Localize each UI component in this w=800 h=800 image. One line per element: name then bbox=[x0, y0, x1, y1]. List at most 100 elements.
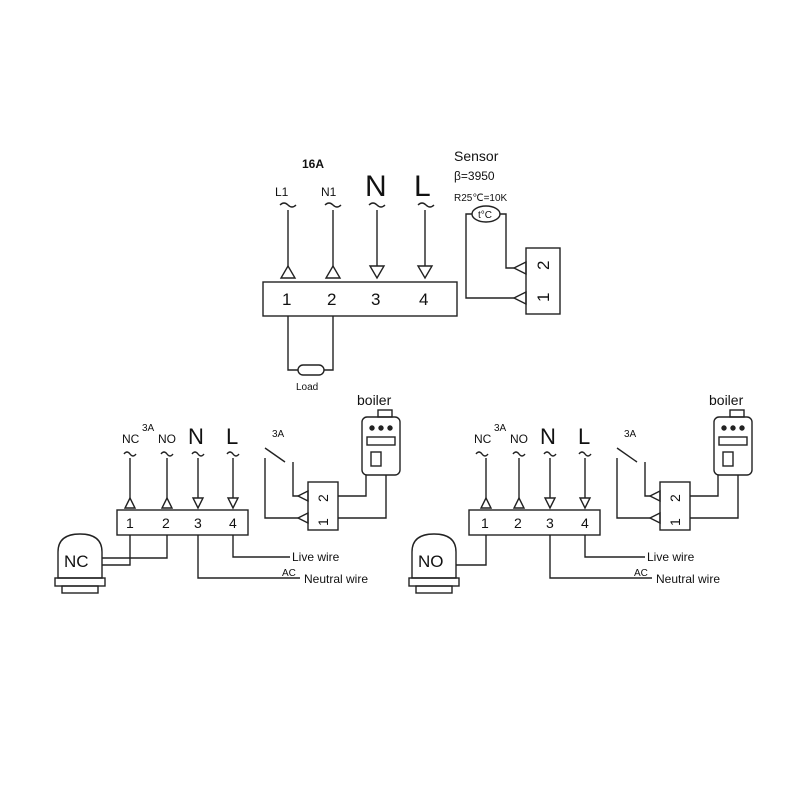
right-terminal-number-1: 1 bbox=[481, 515, 489, 531]
output-arrow-icon bbox=[160, 496, 174, 509]
boiler-indicator-icon bbox=[730, 425, 736, 431]
right-ac-label: AC bbox=[634, 568, 648, 579]
output-arrow-icon bbox=[279, 264, 297, 279]
terminal-label-l1: L1 bbox=[275, 185, 289, 199]
left-terminal-number-2: 2 bbox=[162, 515, 170, 531]
actuator-body-icon bbox=[57, 533, 103, 579]
left-neutral-wire-label: Neutral wire bbox=[304, 572, 368, 586]
terminal-label-n1: N1 bbox=[321, 185, 337, 199]
right-wiring-diagram: 3A NC NO N L 1 2 3 4 NO Live wire AC Neu… bbox=[408, 392, 753, 594]
right-terminal-label-no: NO bbox=[510, 432, 528, 446]
right-terminal-label-nc: NC bbox=[474, 432, 492, 446]
sensor-beta: β=3950 bbox=[454, 169, 495, 183]
boiler-icon bbox=[361, 416, 401, 476]
load-label: Load bbox=[296, 382, 318, 393]
ac-tilde-icon bbox=[123, 451, 137, 457]
left-boiler-terminal-block bbox=[307, 481, 339, 531]
left-terminal-number-3: 3 bbox=[194, 515, 202, 531]
boiler-indicator-icon bbox=[369, 425, 375, 431]
sensor-arrow-icon bbox=[512, 290, 527, 306]
right-terminal-number-4: 4 bbox=[581, 515, 589, 531]
terminal-label-n: N bbox=[365, 170, 387, 203]
right-terminal-label-l: L bbox=[578, 424, 590, 449]
right-terminal-block bbox=[468, 509, 601, 536]
ac-tilde-icon bbox=[279, 202, 297, 208]
right-boiler-label: boiler bbox=[709, 392, 744, 408]
left-boiler-terminal-2: 2 bbox=[315, 494, 331, 502]
boiler-indicator-icon bbox=[378, 425, 384, 431]
right-relay-rating: 3A bbox=[624, 429, 637, 440]
right-live-wire-label: Live wire bbox=[647, 550, 695, 564]
right-actuator-label: NO bbox=[418, 552, 444, 571]
boiler-icon bbox=[713, 416, 753, 476]
boiler-indicator-icon bbox=[739, 425, 745, 431]
right-terminal-label-n: N bbox=[540, 424, 556, 449]
left-terminal-label-l: L bbox=[226, 424, 238, 449]
sensor-r25: R25℃=10K bbox=[454, 193, 508, 204]
ac-tilde-icon bbox=[475, 451, 489, 457]
input-arrow-icon bbox=[226, 497, 240, 510]
actuator-body-icon bbox=[411, 533, 457, 579]
main-terminal-diagram: 16A L1 N1 N L 1 2 3 4 Load bbox=[262, 157, 458, 393]
ac-tilde-icon bbox=[191, 451, 205, 457]
boiler-flue-icon bbox=[377, 409, 393, 418]
sensor-terminal-number-2: 2 bbox=[534, 261, 553, 270]
left-ac-label: AC bbox=[282, 568, 296, 579]
right-neutral-wire-label: Neutral wire bbox=[656, 572, 720, 586]
main-rating-label: 16A bbox=[302, 157, 324, 171]
left-actuator-label: NC bbox=[64, 552, 89, 571]
input-arrow-icon bbox=[578, 497, 592, 510]
left-terminal-label-n: N bbox=[188, 424, 204, 449]
actuator-base-icon bbox=[61, 585, 99, 594]
boiler-arrow-icon bbox=[296, 511, 309, 525]
terminal-label-l: L bbox=[414, 170, 431, 203]
output-arrow-icon bbox=[479, 496, 493, 509]
left-terminal-label-no: NO bbox=[158, 432, 176, 446]
boiler-arrow-icon bbox=[296, 489, 309, 503]
right-boiler-terminal-2: 2 bbox=[667, 494, 683, 502]
ac-tilde-icon bbox=[368, 202, 386, 208]
left-live-wire-label: Live wire bbox=[292, 550, 340, 564]
boiler-display-icon bbox=[370, 451, 382, 467]
actuator-base-icon bbox=[54, 577, 106, 587]
sensor-title: Sensor bbox=[454, 148, 499, 164]
boiler-arrow-icon bbox=[648, 489, 661, 503]
load-resistor-icon bbox=[297, 364, 325, 376]
ac-tilde-icon bbox=[578, 451, 592, 457]
left-terminal-number-4: 4 bbox=[229, 515, 237, 531]
boiler-panel-icon bbox=[718, 436, 748, 446]
left-rating-label: 3A bbox=[142, 423, 155, 434]
input-arrow-icon bbox=[191, 497, 205, 510]
boiler-panel-icon bbox=[366, 436, 396, 446]
terminal-number-2: 2 bbox=[327, 290, 336, 309]
left-terminal-label-nc: NC bbox=[122, 432, 140, 446]
right-terminal-number-2: 2 bbox=[514, 515, 522, 531]
ac-tilde-icon bbox=[160, 451, 174, 457]
ac-tilde-icon bbox=[543, 451, 557, 457]
sensor-terminal-number-1: 1 bbox=[534, 293, 553, 302]
ac-tilde-icon bbox=[324, 202, 342, 208]
sensor-terminal-block bbox=[525, 247, 561, 315]
boiler-indicator-icon bbox=[387, 425, 393, 431]
left-boiler-label: boiler bbox=[357, 392, 392, 408]
left-boiler-terminal-1: 1 bbox=[315, 518, 331, 526]
output-arrow-icon bbox=[512, 496, 526, 509]
output-arrow-icon bbox=[123, 496, 137, 509]
terminal-number-1: 1 bbox=[282, 290, 291, 309]
boiler-display-icon bbox=[722, 451, 734, 467]
input-arrow-icon bbox=[543, 497, 557, 510]
terminal-number-3: 3 bbox=[371, 290, 380, 309]
right-boiler-terminal-block bbox=[659, 481, 691, 531]
right-terminal-number-3: 3 bbox=[546, 515, 554, 531]
ac-tilde-icon bbox=[512, 451, 526, 457]
actuator-base-icon bbox=[415, 585, 453, 594]
input-arrow-icon bbox=[368, 265, 386, 280]
boiler-flue-icon bbox=[729, 409, 745, 418]
actuator-base-icon bbox=[408, 577, 460, 587]
boiler-arrow-icon bbox=[648, 511, 661, 525]
left-terminal-block bbox=[116, 509, 249, 536]
right-rating-label: 3A bbox=[494, 423, 507, 434]
input-arrow-icon bbox=[416, 265, 434, 280]
main-terminal-block bbox=[262, 281, 458, 317]
